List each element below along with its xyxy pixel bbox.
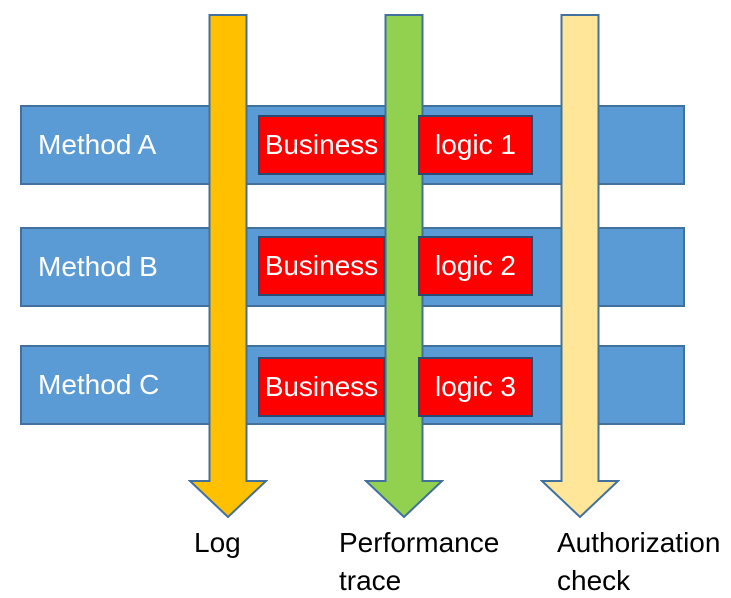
method-c-label: Method C — [38, 369, 160, 400]
logic3-box: logic 3 — [418, 357, 533, 417]
business-box-row-c: Business — [258, 357, 385, 417]
business-box-row-a-label: Business — [264, 129, 379, 160]
performance-trace-caption-line2: trace — [339, 565, 402, 596]
logic3-box-label: logic 3 — [435, 371, 516, 402]
logic1-box: logic 1 — [418, 115, 533, 175]
authorization-check-arrow-icon — [540, 14, 620, 519]
business-box-row-c-label: Business — [264, 371, 379, 402]
authorization-check-caption: Authorization check — [557, 524, 720, 598]
business-box-row-b: Business — [258, 236, 385, 296]
business-box-row-b-label: Business — [264, 250, 379, 281]
log-arrow-icon — [188, 14, 268, 519]
logic2-box: logic 2 — [418, 236, 533, 296]
performance-trace-caption: Performance trace — [339, 524, 499, 598]
logic2-box-label: logic 2 — [435, 250, 516, 281]
method-a-label: Method A — [38, 129, 157, 160]
log-caption-line1: Log — [194, 527, 241, 558]
authorization-check-caption-line2: check — [557, 565, 631, 596]
authorization-check-caption-line1: Authorization — [557, 527, 721, 558]
performance-trace-caption-line1: Performance — [339, 527, 500, 558]
log-caption: Log — [194, 524, 241, 562]
method-b-label: Method B — [38, 251, 158, 282]
log-arrow-shape — [188, 14, 268, 519]
authorization-check-arrow-shape — [540, 14, 620, 519]
business-box-row-a: Business — [258, 115, 385, 175]
performance-trace-arrow-icon — [364, 14, 444, 519]
logic1-box-label: logic 1 — [435, 129, 516, 160]
performance-trace-arrow-shape — [364, 14, 444, 519]
